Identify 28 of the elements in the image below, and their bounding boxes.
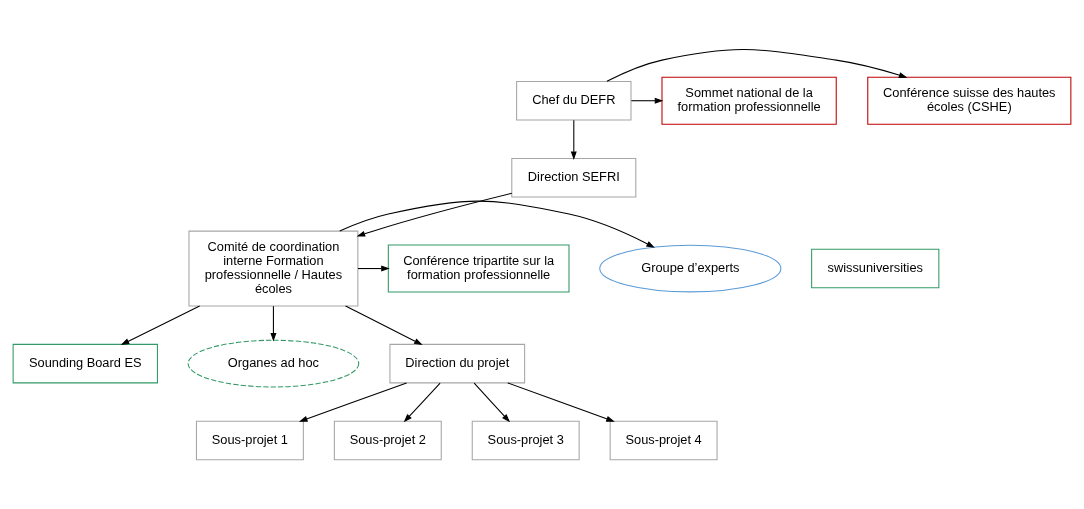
arrow <box>345 305 423 346</box>
node-ellipse: Groupe d’experts <box>599 244 782 293</box>
arrow <box>606 49 908 82</box>
arrow <box>356 192 513 237</box>
node-box: swissuniversities <box>811 248 940 289</box>
arrow <box>298 382 408 422</box>
arrow <box>120 305 201 346</box>
node-box: Sous-projet 1 <box>195 420 304 461</box>
node-ellipse: Organes ad hoc <box>187 339 360 388</box>
arrow <box>507 382 615 422</box>
arrow <box>570 119 577 160</box>
node-box: Sommet national de la formation professionnelle <box>661 76 837 125</box>
node-box: Comité de coordination interne Formation professionnelle / Hautes écoles <box>188 230 359 307</box>
node-box: Sous-projet 2 <box>333 420 442 461</box>
node-box: Conférence suisse des hautes écoles (CSHE) <box>867 76 1072 125</box>
node-box: Sous-projet 3 <box>471 420 580 461</box>
arrow <box>473 382 511 423</box>
node-box: Sous-projet 4 <box>609 420 718 461</box>
arrow <box>270 305 277 342</box>
arrow <box>630 97 664 104</box>
arrow <box>403 382 441 423</box>
node-box: Chef du DEFR <box>516 80 632 121</box>
node-box: Direction SEFRI <box>511 157 637 198</box>
arrow <box>339 200 655 248</box>
node-box: Direction du projet <box>389 343 526 384</box>
arrow <box>357 265 390 272</box>
node-box: Conférence tripartite sur la formation professionnelle <box>387 244 570 293</box>
node-box: Sounding Board ES <box>12 343 158 384</box>
